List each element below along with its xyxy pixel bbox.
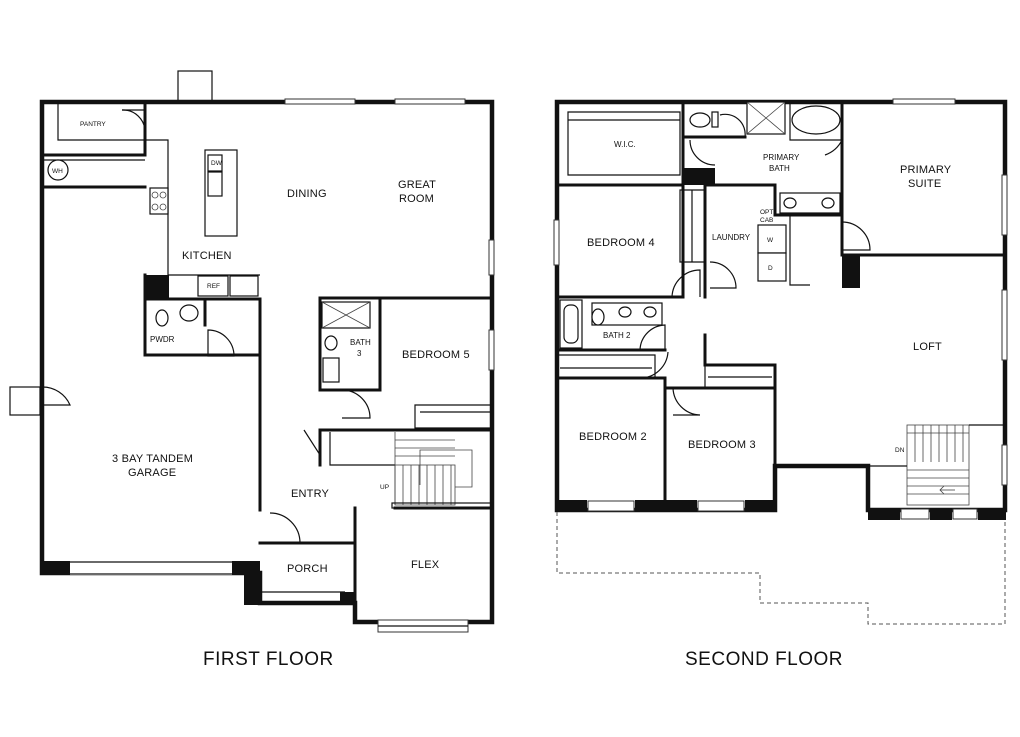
second-floor-title: SECOND FLOOR [685,649,843,670]
label-primary-bath: PRIMARY [763,153,800,162]
label-washer: W [767,237,774,244]
label-porch: PORCH [287,563,328,575]
label-flex: FLEX [411,559,440,571]
cooktop [149,187,169,215]
chimney-bump [177,70,213,102]
label-primary-bath-2: BATH [769,164,790,173]
pwdr-sink [179,304,199,322]
label-garage: 3 BAY TANDEM [112,453,193,465]
label-wic: W.I.C. [614,140,636,149]
label-bedroom5: BEDROOM 5 [402,349,470,361]
label-pwdr: PWDR [150,335,175,344]
refrigerator [197,275,229,297]
label-bedroom3: BEDROOM 3 [688,439,756,451]
label-bath3: BATH [350,338,371,347]
pwdr-toilet [155,309,169,327]
garage-door [70,561,232,575]
label-pantry: PANTRY [80,121,106,128]
label-bath3-num: 3 [357,349,362,358]
primary-tub [791,105,841,135]
label-laundry: LAUNDRY [712,233,751,242]
label-dryer: D [768,265,773,272]
label-up: UP [380,484,389,491]
dryer [757,252,787,282]
first-floor-title: FIRST FLOOR [203,649,334,670]
roof-outline [556,512,1006,625]
label-dn: DN [895,447,905,454]
water-heater [47,159,69,181]
label-great-room: GREAT [398,179,436,191]
label-wh: WH [52,168,63,175]
second-floor-stairs [906,424,970,506]
first-floor-stairs [394,432,473,506]
label-ref: REF [207,283,220,290]
label-bedroom4: BEDROOM 4 [587,237,655,249]
label-primary-suite-2: SUITE [908,178,941,190]
label-dining: DINING [287,188,327,200]
primary-bath-toilet [689,112,711,128]
label-bedroom2: BEDROOM 2 [579,431,647,443]
label-loft: LOFT [913,341,942,353]
label-primary-suite: PRIMARY [900,164,952,176]
label-dw: DW [211,160,223,167]
label-garage-2: GARAGE [128,467,176,479]
label-opt-cab: OPT [760,209,773,216]
label-great-room-2: ROOM [399,193,434,205]
label-entry: ENTRY [291,488,330,500]
first-floor-plan [9,70,495,633]
label-opt-cab-2: CAB [760,217,773,224]
label-kitchen: KITCHEN [182,250,232,262]
second-floor-plan [553,98,1008,625]
washer [757,224,787,254]
label-bath2: BATH 2 [603,331,631,340]
